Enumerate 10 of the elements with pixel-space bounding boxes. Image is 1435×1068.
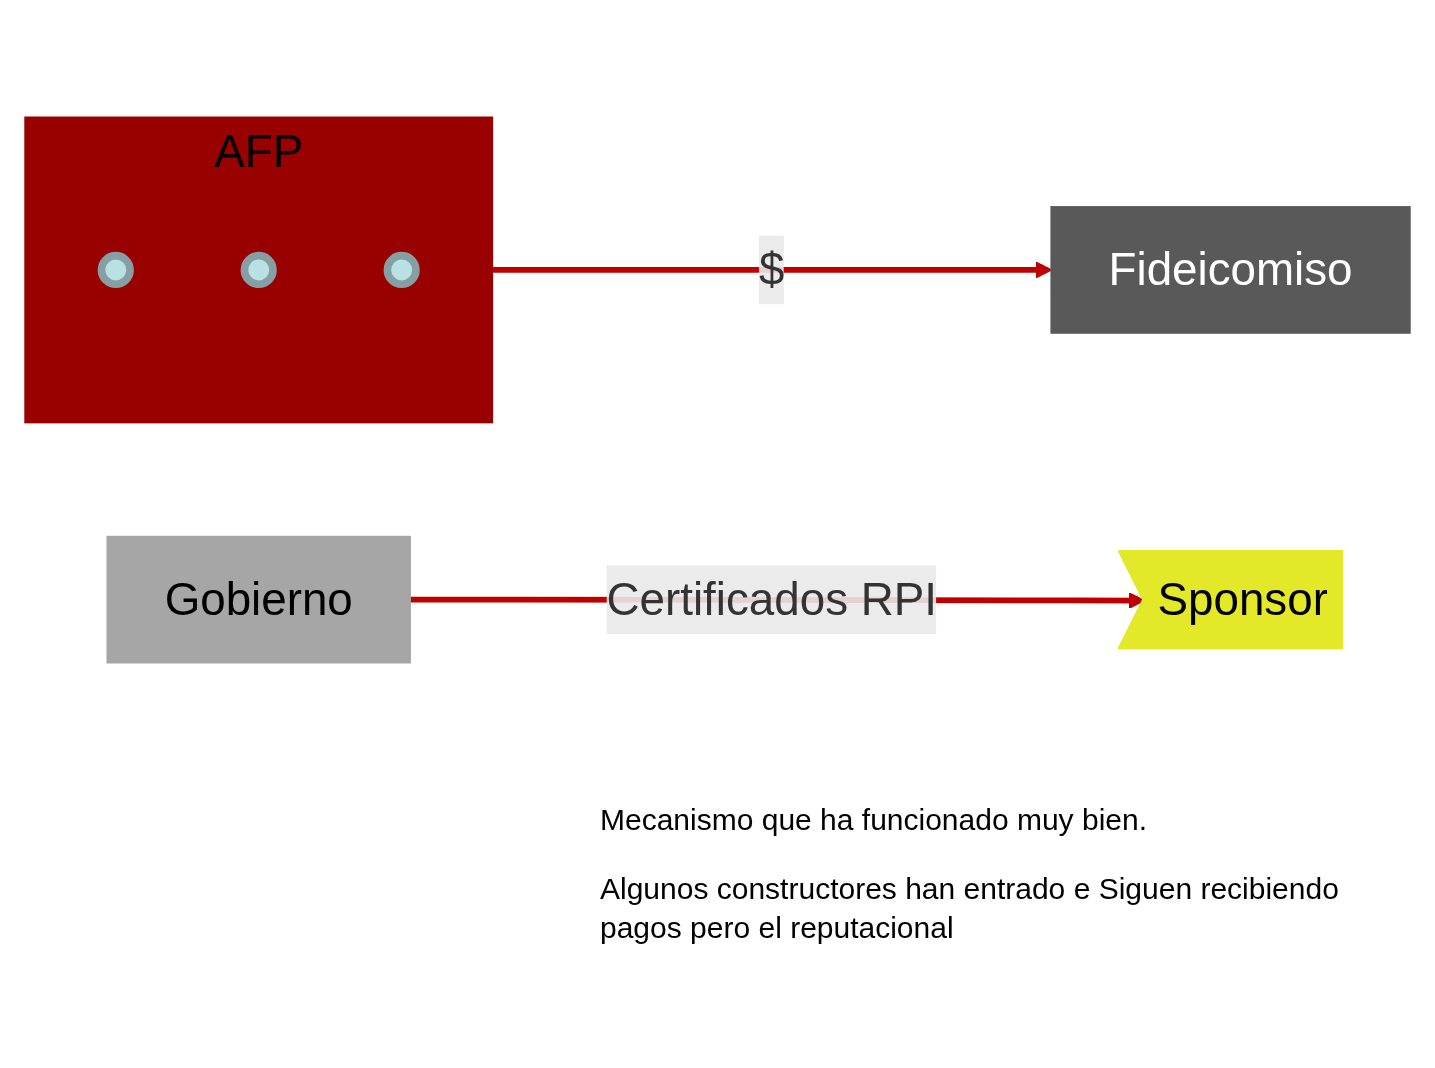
edge-label: $ [759,243,785,295]
node-box: Gobierno [106,535,411,664]
node-box: Fideicomiso [1050,206,1411,334]
note-text: Algunos constructores han entrado e Siguen recibiendo pagos pero el reputacional [600,871,1340,946]
note-text: Mecanismo que ha funcionado muy bien. [600,802,1148,838]
node-circle [240,251,277,289]
node-circle [383,251,420,289]
node-circle [97,251,134,289]
cluster: AFP [24,116,494,424]
edge-label: Certificados RPI [606,572,937,625]
